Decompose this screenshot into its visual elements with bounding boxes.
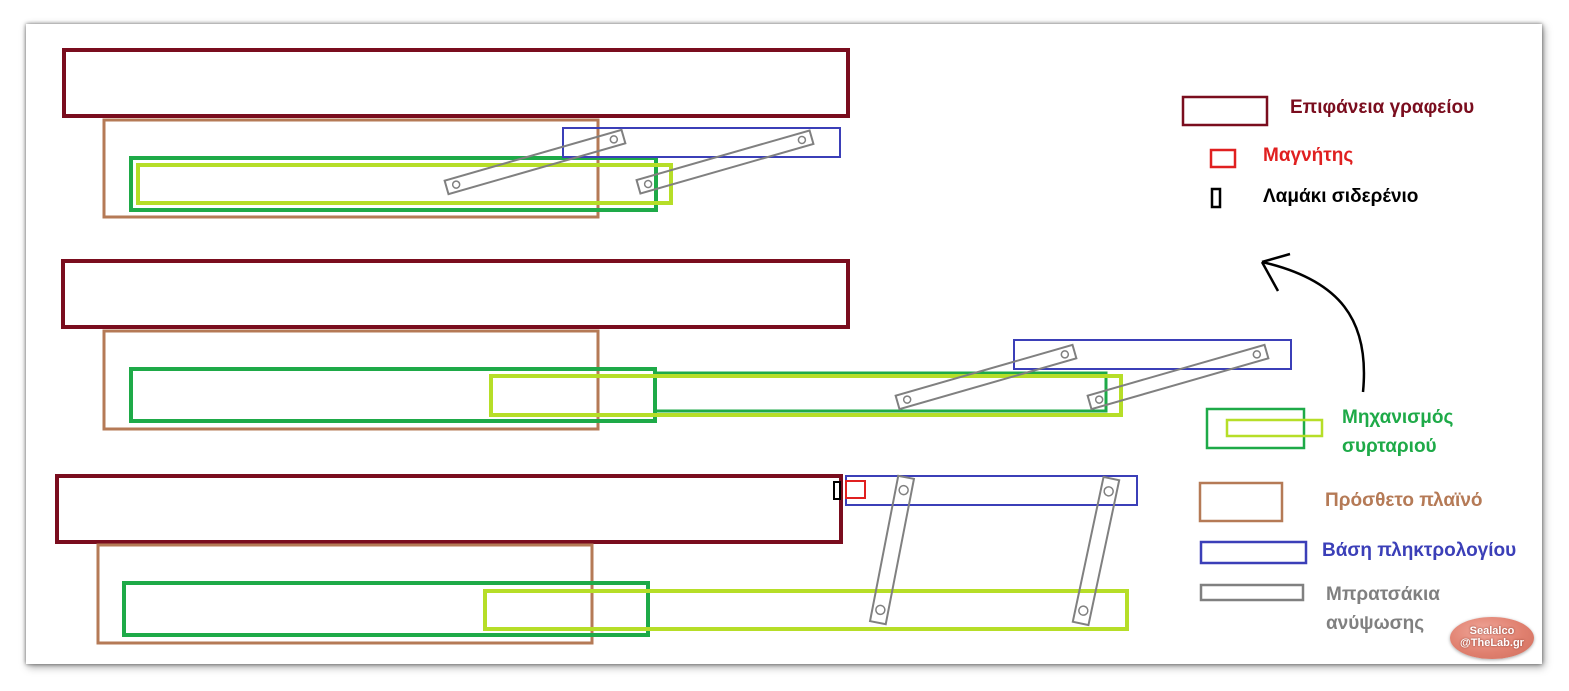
curved-arrow-icon (1260, 252, 1366, 393)
lift-arm (868, 474, 916, 626)
magnet (845, 480, 866, 499)
desk-surface (55, 474, 843, 544)
legend-swatch-lift-arm (1199, 583, 1305, 602)
lift-arm (635, 129, 815, 195)
desk-surface (62, 48, 850, 118)
side-panel (102, 329, 600, 431)
legend-swatch-iron-plate (1210, 187, 1222, 209)
legend-label-desk: Επιφάνεια γραφείου (1290, 97, 1475, 118)
keyboard-base (1013, 339, 1292, 370)
side-panel (96, 543, 594, 645)
lift-arm (894, 343, 1078, 411)
drawer-inner-rail (489, 374, 1123, 417)
desk-surface (61, 259, 850, 329)
lift-arm (443, 128, 627, 196)
stage-lifted (55, 474, 1138, 645)
drawer-inner-rail (136, 163, 673, 205)
watermark-line1: Sealalco (1469, 625, 1515, 637)
watermark-line2: @TheLab.gr (1460, 637, 1524, 649)
legend-swatch-side-panel (1198, 481, 1284, 523)
stage-extended (61, 259, 1292, 431)
keyboard-base (562, 127, 841, 158)
legend-label-side-panel: Πρόσθετο πλαϊνό (1325, 490, 1483, 511)
legend-swatch-drawer-inner (1225, 418, 1324, 438)
watermark-badge: Sealalco @TheLab.gr (1450, 617, 1534, 659)
legend-swatch-desk (1181, 95, 1269, 127)
legend-swatch-drawer-outer (1205, 407, 1306, 450)
legend-label-magnet: Μαγνήτης (1263, 145, 1354, 166)
legend-swatches (1181, 95, 1324, 602)
legend-label-drawer: Μηχανισμός συρταριού (1342, 407, 1454, 457)
drawer-outer-rail (129, 156, 658, 212)
iron-plate (833, 481, 841, 500)
drawer-outer-rail (122, 581, 650, 637)
keyboard-base (845, 475, 1138, 506)
legend-label-lift-arm: Μπρατσάκια ανύψωσης (1326, 584, 1440, 634)
legend-swatch-keyboard-base (1199, 540, 1308, 565)
legend-swatch-magnet (1209, 148, 1237, 169)
lift-arm (1086, 343, 1270, 411)
drawer-outer-rail-extended (653, 371, 1108, 413)
stage-closed (62, 48, 850, 219)
side-panel (102, 118, 600, 219)
legend-label-keyboard-base: Βάση πληκτρολογίου (1322, 540, 1517, 561)
diagram-canvas (26, 24, 1542, 664)
legend-label-iron-plate: Λαμάκι σιδερένιο (1263, 186, 1419, 207)
lift-arm (1071, 475, 1121, 627)
drawer-inner-rail (483, 589, 1129, 631)
